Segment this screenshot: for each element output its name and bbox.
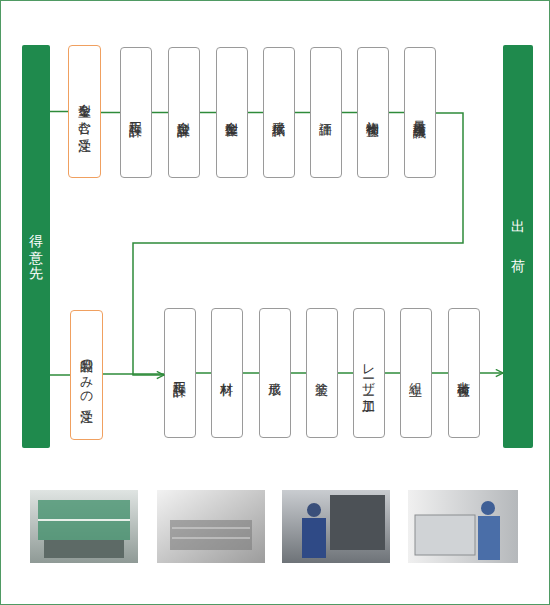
customer-bar: 得意先 <box>22 45 50 448</box>
process-box: 材料 <box>211 308 243 438</box>
photo <box>282 490 390 563</box>
process-box: 初物検査 <box>357 47 389 178</box>
node-label: 金型を含む受注 <box>78 93 91 130</box>
node-label: 金型設計 <box>178 111 191 115</box>
process-box: 出荷検査 <box>448 308 480 438</box>
process-box: 量産検討会議 <box>404 47 436 178</box>
flow-line <box>243 372 259 374</box>
node-label: レーザー加工 <box>363 355 376 391</box>
order-box: 金型を含む受注 <box>68 45 101 178</box>
node-label: 出荷検査 <box>458 371 471 375</box>
node-label: 量産検討会議 <box>414 110 427 116</box>
flow-line <box>385 372 400 374</box>
node-label: 材料 <box>221 372 234 374</box>
node-label: 製品のみの受注 <box>80 349 93 401</box>
process-box: 金型製作 <box>216 47 248 178</box>
node-label: 塗装 <box>316 372 329 374</box>
flow-line <box>50 111 68 113</box>
flow-line <box>432 372 448 374</box>
flow-line <box>196 372 211 374</box>
shipping-bar: 出荷 <box>503 45 533 448</box>
node-label: 組立 <box>410 372 423 374</box>
node-label: 金型製作 <box>226 111 239 115</box>
node-label: 初物検査 <box>367 111 380 115</box>
process-box: 工程設計 <box>120 47 152 178</box>
flow-line <box>295 112 310 114</box>
process-box: 塗装 <box>306 308 338 438</box>
flow-line <box>338 372 353 374</box>
process-box: 成形試作 <box>263 47 295 178</box>
flow-line <box>152 112 168 114</box>
process-box: 金型設計 <box>168 47 200 178</box>
node-label: 評価 <box>320 112 333 114</box>
flow-line <box>103 373 164 375</box>
flow-line <box>389 112 404 114</box>
photo <box>157 490 265 563</box>
process-box: 評価 <box>310 47 342 178</box>
flow-line <box>50 374 70 376</box>
node-label: 成形 <box>269 372 282 374</box>
process-box: 組立 <box>400 308 432 438</box>
process-box: レーザー加工 <box>353 308 385 438</box>
node-label: 成形試作 <box>273 111 286 115</box>
node-label: 得意先 <box>29 223 43 271</box>
node-label: 出荷 <box>511 207 525 287</box>
node-label: 工程設計 <box>130 111 143 115</box>
flow-line <box>248 112 263 114</box>
flow-line <box>133 113 463 375</box>
flow-line <box>480 372 503 374</box>
process-box: 工程設計 <box>164 308 196 438</box>
process-box: 成形 <box>259 308 291 438</box>
photo <box>30 490 138 563</box>
flow-line <box>342 112 357 114</box>
flow-line <box>291 372 306 374</box>
order-box: 製品のみの受注 <box>70 310 103 440</box>
flow-line <box>200 112 216 114</box>
photo <box>408 490 518 563</box>
flow-line <box>101 112 120 114</box>
node-label: 工程設計 <box>174 371 187 375</box>
